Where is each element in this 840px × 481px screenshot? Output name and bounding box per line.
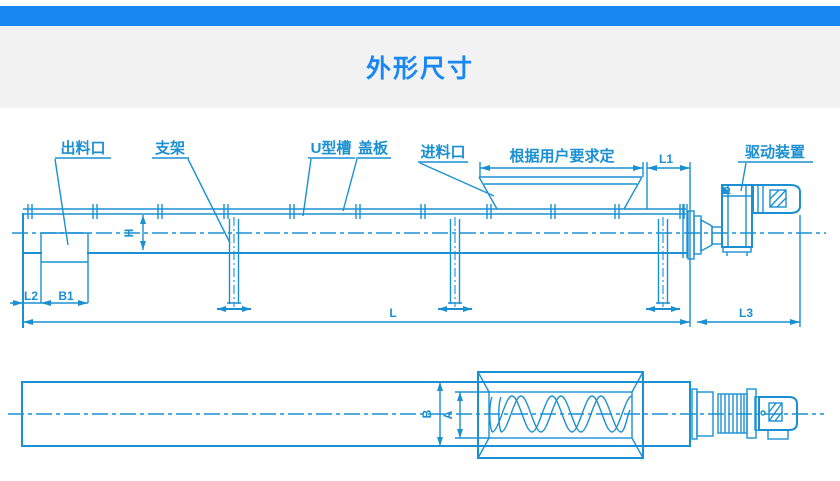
trough-bottom-line	[22, 213, 687, 328]
motor-side	[752, 184, 801, 214]
label-discharge-port: 出料口	[60, 139, 105, 157]
label-support: 支架	[154, 139, 185, 157]
dim-label-b: B	[420, 409, 434, 418]
label-user-requirement: 根据用户要求定	[509, 147, 614, 165]
support-leg-3	[646, 217, 680, 312]
label-drive-device: 驱动装置	[745, 143, 805, 161]
dim-label-a: A	[441, 410, 455, 419]
end-bearing-assembly	[682, 204, 723, 260]
dim-l3	[697, 215, 801, 327]
dim-label-h: H	[122, 229, 136, 238]
dim-label-b1: B1	[58, 289, 74, 303]
label-cover-plate: 盖板	[358, 139, 389, 157]
discharge-chute	[40, 232, 89, 303]
dim-h	[140, 215, 146, 250]
support-leg-2	[438, 217, 472, 312]
screw-flight	[489, 395, 633, 433]
dim-b	[437, 382, 443, 446]
dim-user-requirement	[479, 162, 644, 177]
gearbox	[721, 184, 753, 256]
flange-ticks	[27, 204, 685, 219]
dim-l2-b1	[10, 300, 88, 306]
label-feed-inlet: 进料口	[420, 143, 465, 161]
side-view	[10, 157, 826, 328]
support-leg-1	[217, 217, 251, 312]
dim-l	[23, 319, 690, 325]
drawing-labels: 出料口 支架 U型槽 盖板 进料口 根据用户要求定 驱动装置 L1 L2 B1 …	[24, 139, 805, 419]
plan-feed-opening	[477, 371, 644, 459]
label-u-trough: U型槽	[311, 139, 352, 157]
dim-label-l1: L1	[659, 152, 673, 166]
dim-l1	[646, 162, 691, 327]
page-title: 外形尺寸	[365, 55, 474, 83]
plan-view	[8, 371, 824, 459]
motor-plan	[758, 396, 798, 440]
trough-top-lines	[23, 208, 686, 215]
dim-label-l: L	[389, 306, 396, 320]
label-underlines	[55, 157, 813, 163]
feed-hopper	[478, 176, 643, 210]
title-band: 外形尺寸	[0, 26, 840, 108]
leader-lines	[54, 158, 747, 246]
top-blue-bar	[0, 6, 840, 26]
dim-label-l3: L3	[739, 306, 753, 320]
dim-label-l2: L2	[24, 289, 38, 303]
dim-a	[455, 391, 490, 439]
